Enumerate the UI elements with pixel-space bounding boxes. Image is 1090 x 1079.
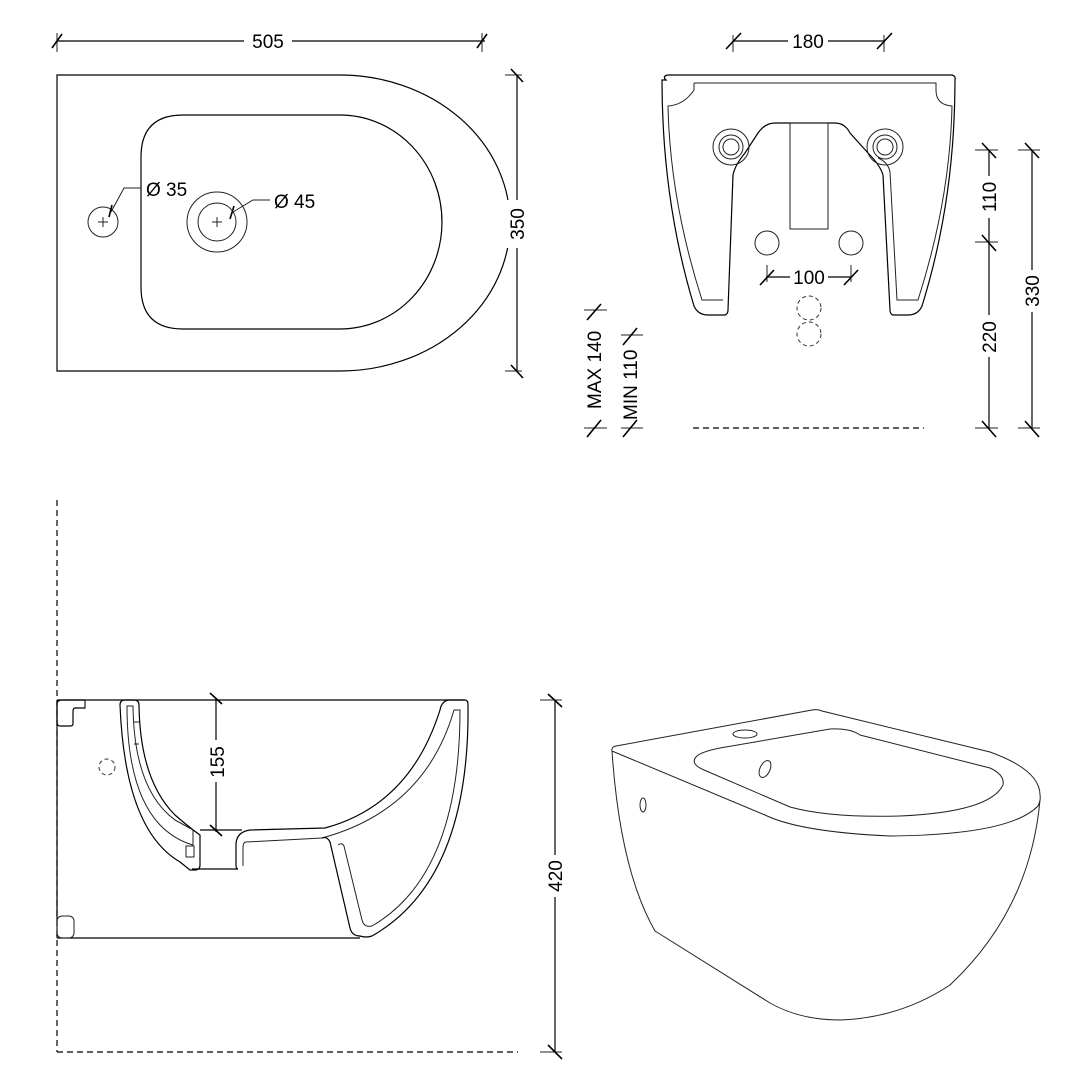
overflow-hole-icon [758,760,772,778]
supply-hole-icon [98,758,116,776]
drain-position-icon [796,295,822,321]
top-basin [140,114,443,330]
min-label: MIN 110 [621,350,642,420]
drain-hole-label: Ø 45 [274,192,315,213]
drain-outer-icon [186,191,248,253]
dim-label-110: 110 [980,182,1001,212]
dim-label-420: 420 [546,860,567,892]
rear-inner-wall [667,82,953,301]
foot-pad [56,915,75,939]
drain-inner-icon [197,202,237,242]
mount-hole-icon [639,797,647,813]
dimension-155: 155 [205,692,229,837]
mount-ring-right-icon [866,128,904,166]
dim-label-220: 220 [980,321,1001,353]
dim-label-100: 100 [793,268,825,289]
dim-label-180: 180 [792,32,824,53]
rear-outline [661,74,956,316]
dimension-110-220: 110 220 [975,142,1001,438]
dimension-420: 420 [540,693,567,1060]
tap-hole-icon [87,206,119,238]
rear-inlet-slot [789,122,829,230]
dimension-100: 100 [759,265,859,289]
dim-label-330: 330 [1023,275,1044,307]
dimension-max-min: MAX 140 MIN 110 [584,303,643,438]
rear-hole-left-icon [754,230,780,256]
dim-label-155: 155 [208,746,229,778]
dimension-180: 180 [725,28,893,53]
dim-label-505: 505 [252,32,284,53]
dimension-330: 330 [1018,142,1044,438]
top-view: 505 Ø 35 Ø 45 350 [51,28,529,379]
rear-view: 180 100 [584,28,1044,438]
dimension-350: 350 [505,68,529,379]
side-view: 155 420 [56,500,567,1060]
max-label: MAX 140 [585,331,606,409]
rear-hole-right-icon [838,230,864,256]
tap-hole-icon [732,729,758,739]
mount-ring-left-icon [712,128,750,166]
dim-label-350: 350 [508,208,529,240]
tap-hole-label: Ø 35 [146,180,187,201]
dimension-505: 505 [51,28,488,53]
perspective-view [611,709,1041,1021]
